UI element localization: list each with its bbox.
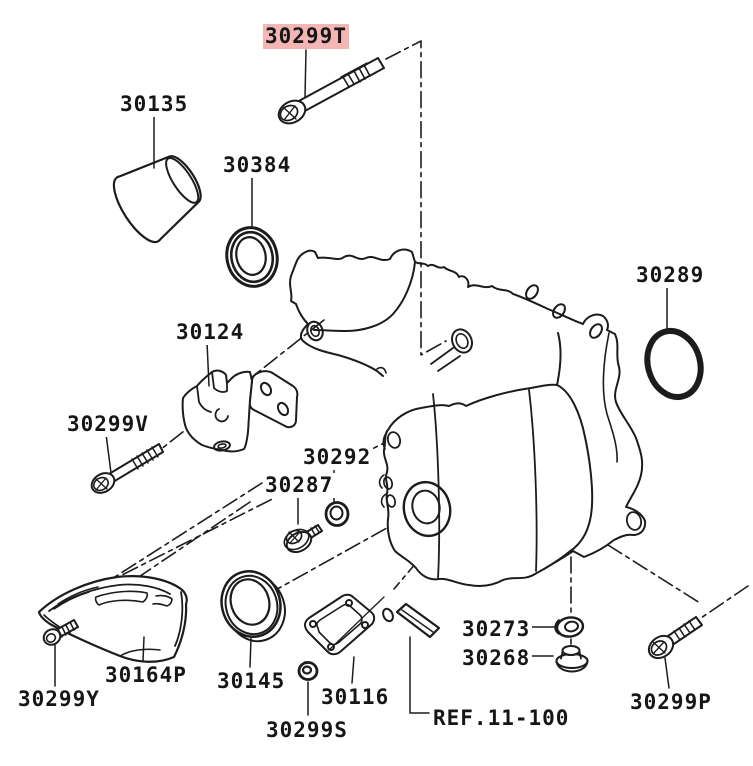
oring-30292	[324, 501, 350, 527]
part-label-30124[interactable]: 30124	[174, 320, 247, 345]
part-label-30299v[interactable]: 30299V	[65, 412, 151, 437]
part-label-30384[interactable]: 30384	[221, 153, 294, 178]
plug-30287	[283, 524, 323, 554]
bolt-30299y	[42, 619, 79, 646]
part-label-30292[interactable]: 30292	[301, 445, 374, 470]
leader-lines	[54, 49, 670, 716]
washer-30273	[554, 616, 585, 638]
part-label-30299s[interactable]: 30299S	[264, 718, 350, 743]
part-label-30116[interactable]: 30116	[319, 685, 392, 710]
part-label-30299y[interactable]: 30299Y	[16, 687, 102, 712]
bracket-30124	[181, 369, 299, 453]
bolt-30299t	[277, 57, 385, 125]
part-label-30268[interactable]: 30268	[460, 646, 533, 671]
part-label-30273[interactable]: 30273	[460, 617, 533, 642]
part-label-30299p[interactable]: 30299P	[628, 690, 714, 715]
bolt-30299v	[90, 443, 164, 494]
part-label-30135[interactable]: 30135	[118, 92, 191, 117]
part-label-30164p[interactable]: 30164P	[103, 663, 189, 688]
part-label-30299t[interactable]: 30299T	[263, 24, 349, 49]
bell-housing-front	[376, 366, 594, 587]
part-label-30289[interactable]: 30289	[634, 263, 707, 288]
pin-ref-11-100	[382, 602, 441, 639]
transaxle-housing	[289, 248, 647, 575]
part-label-ref-11-100[interactable]: REF.11-100	[431, 706, 572, 731]
seal-30384	[225, 226, 279, 288]
sleeve-30135	[112, 155, 202, 244]
part-label-30145[interactable]: 30145	[215, 669, 288, 694]
cover-30164p	[37, 575, 188, 663]
nut-30299s	[297, 661, 319, 681]
bolt-30299p	[647, 616, 703, 660]
gasket-30116	[304, 593, 385, 656]
cap-30268	[555, 645, 589, 673]
seal-30145	[220, 570, 286, 643]
oring-30289	[644, 328, 704, 400]
part-label-30287[interactable]: 30287	[263, 473, 336, 498]
